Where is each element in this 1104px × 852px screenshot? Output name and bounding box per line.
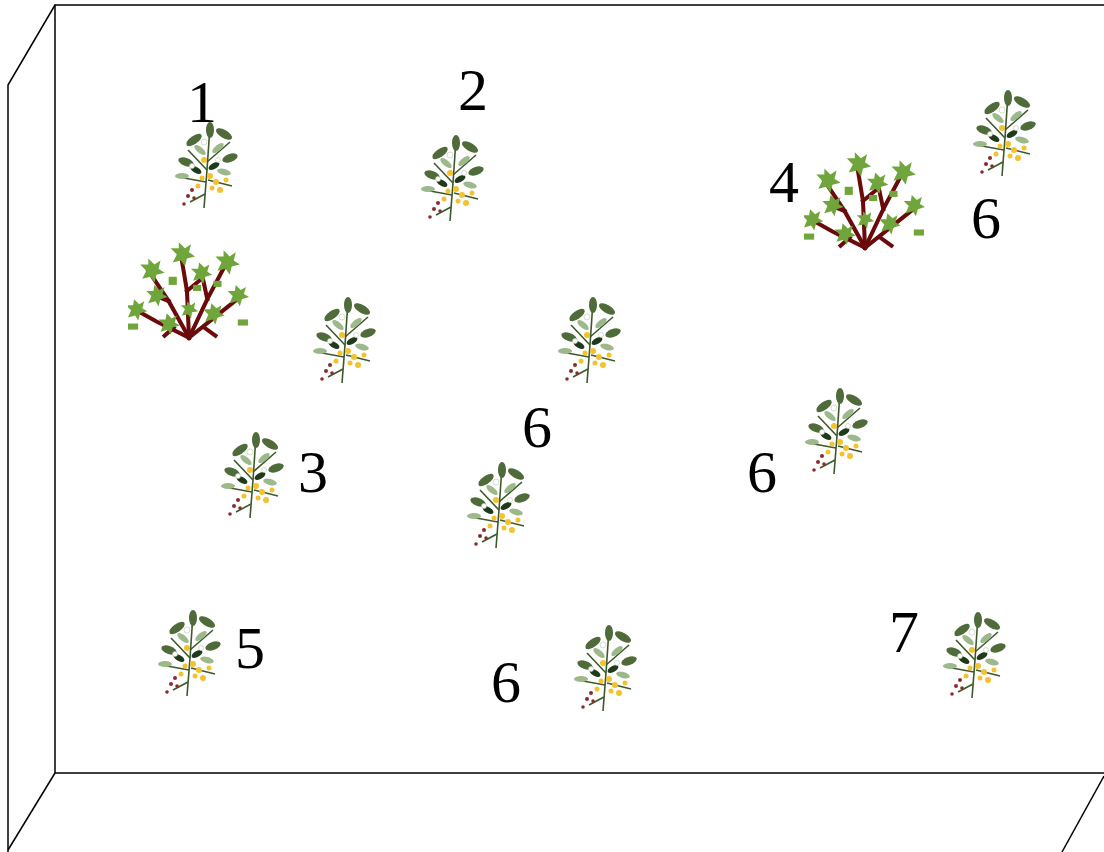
callout-number: 3 xyxy=(298,442,328,502)
callout-number: 6 xyxy=(522,397,552,457)
callout-number: 5 xyxy=(235,618,265,678)
herb-plant xyxy=(175,122,239,208)
herb-plant xyxy=(158,610,222,696)
herb-plant xyxy=(973,90,1037,176)
callout-number: 1 xyxy=(187,72,217,132)
herb-plant xyxy=(558,297,622,383)
callout-number: 4 xyxy=(769,152,799,212)
herb-plant xyxy=(943,612,1007,698)
callout-number: 6 xyxy=(971,188,1001,248)
callout-number: 2 xyxy=(458,60,488,120)
herb-plant xyxy=(467,462,531,548)
red-bush xyxy=(126,242,249,338)
callout-number: 7 xyxy=(889,602,919,662)
herb-plant xyxy=(221,432,285,518)
callout-number: 6 xyxy=(747,442,777,502)
tray-outline xyxy=(8,5,1104,852)
herb-plant xyxy=(313,297,377,383)
red-bush xyxy=(802,152,925,248)
herb-plant xyxy=(574,625,638,711)
callout-number: 6 xyxy=(491,652,521,712)
herb-plant xyxy=(421,135,485,221)
herb-plant xyxy=(805,388,869,474)
